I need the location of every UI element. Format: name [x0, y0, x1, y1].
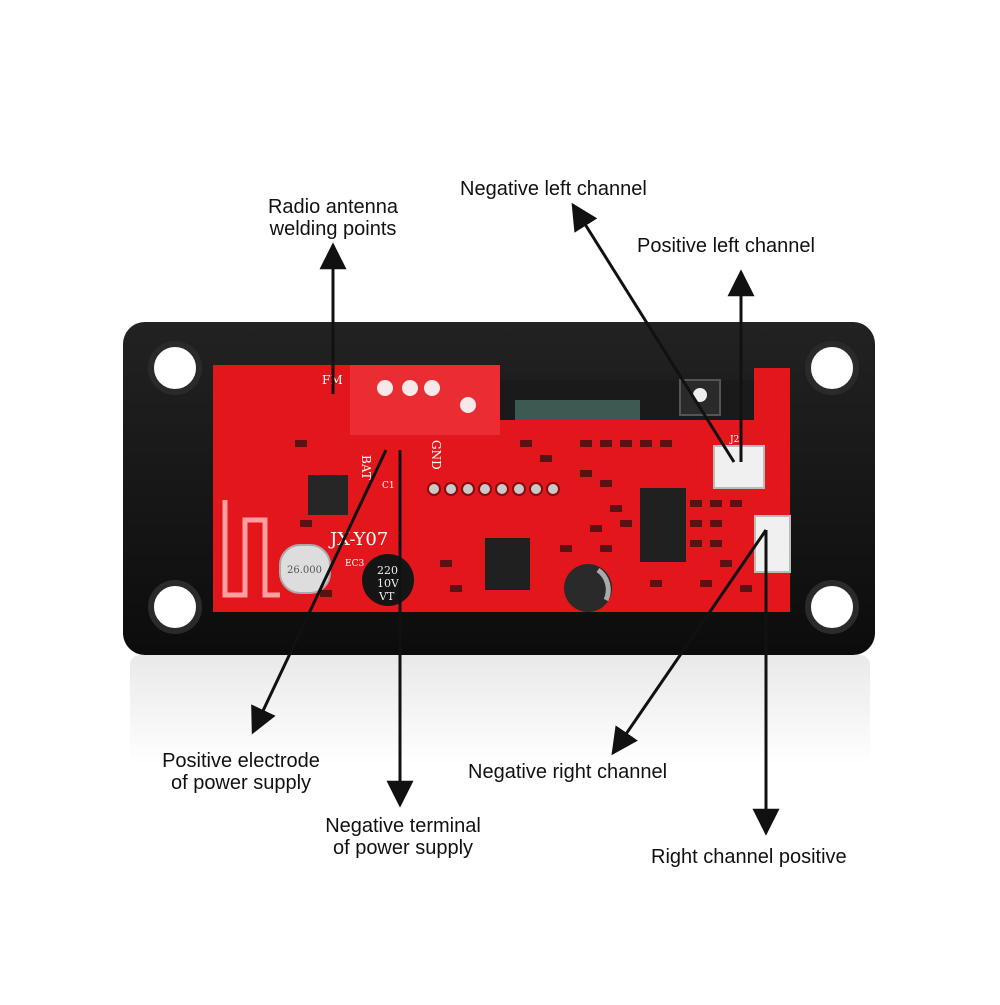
- header-pin: [512, 482, 526, 496]
- regulator: [485, 538, 530, 590]
- bt-antenna: [222, 500, 280, 598]
- smd-part: [700, 580, 712, 587]
- smd-part: [295, 440, 307, 447]
- smd-components: [295, 440, 752, 597]
- smd-part: [620, 440, 632, 447]
- crystal-marking: 26.000: [287, 565, 322, 576]
- smd-part: [620, 520, 632, 527]
- label-line: Positive electrode: [162, 750, 320, 772]
- capacitor-2: [564, 564, 612, 612]
- smd-part: [640, 440, 652, 447]
- smd-part: [710, 520, 722, 527]
- label-line: Negative right channel: [468, 761, 668, 783]
- connector-j1: [754, 515, 791, 573]
- header-pin: [427, 482, 441, 496]
- mounting-hole: [805, 341, 859, 395]
- smd-part: [450, 585, 462, 592]
- label-negative-power: Negative terminal of power supply: [307, 815, 499, 859]
- marking-model: JX-Y07: [328, 529, 388, 550]
- pad: [424, 380, 440, 396]
- header-pin: [529, 482, 543, 496]
- arrow-negative-right: [611, 529, 768, 756]
- marking-gnd: GND: [429, 440, 443, 470]
- header-pin: [444, 482, 458, 496]
- header-pin: [461, 482, 475, 496]
- mounting-hole: [148, 580, 202, 634]
- smd-part: [300, 520, 312, 527]
- smd-part: [730, 500, 742, 507]
- smd-part: [690, 500, 702, 507]
- pad: [377, 380, 393, 396]
- label-radio-antenna: Radio antenna welding points: [255, 196, 411, 240]
- connector-j2: [713, 445, 765, 489]
- smd-part: [740, 585, 752, 592]
- arrow-negative-left: [571, 202, 736, 463]
- smd-part: [580, 440, 592, 447]
- label-line: Right channel positive: [651, 846, 847, 868]
- smd-part: [600, 545, 612, 552]
- label-line: Positive left channel: [637, 235, 815, 257]
- pin-header: [427, 482, 560, 496]
- display-connector: [515, 400, 640, 420]
- capacitor-marking: VT: [378, 590, 395, 603]
- marking-c1: C1: [382, 481, 395, 491]
- amp-chip: [640, 488, 686, 562]
- capacitor-marking: 220: [377, 564, 398, 577]
- marking-bat: BAT: [359, 455, 373, 480]
- label-right-positive: Right channel positive: [651, 846, 847, 868]
- label-positive-left: Positive left channel: [637, 235, 815, 257]
- capacitor-2-shine: [596, 567, 611, 602]
- smd-part: [540, 455, 552, 462]
- label-line: Negative terminal: [325, 815, 481, 837]
- smd-part: [710, 540, 722, 547]
- mounting-hole: [148, 341, 202, 395]
- smd-part: [690, 540, 702, 547]
- smd-part: [320, 590, 332, 597]
- slot-area: [350, 365, 500, 435]
- smd-part: [600, 440, 612, 447]
- pad: [402, 380, 418, 396]
- marking-ec3: EC3: [345, 559, 364, 569]
- header-pin: [495, 482, 509, 496]
- header-pin: [478, 482, 492, 496]
- bt-chip: [308, 475, 348, 515]
- reflection: [130, 655, 870, 765]
- header-pin: [546, 482, 560, 496]
- label-line: Radio antenna: [267, 196, 399, 218]
- smd-part: [660, 440, 672, 447]
- mounting-hole: [805, 580, 859, 634]
- bracket-hole: [693, 388, 707, 402]
- smd-part: [440, 560, 452, 567]
- smd-part: [590, 525, 602, 532]
- smd-part: [600, 480, 612, 487]
- label-positive-power: Positive electrode of power supply: [145, 750, 337, 794]
- label-line: welding points: [269, 218, 397, 240]
- label-line: of power supply: [332, 837, 474, 859]
- label-line: of power supply: [170, 772, 312, 794]
- smd-part: [650, 580, 662, 587]
- label-negative-right: Negative right channel: [468, 761, 667, 783]
- smd-part: [610, 505, 622, 512]
- smd-part: [690, 520, 702, 527]
- smd-part: [520, 440, 532, 447]
- smd-part: [580, 470, 592, 477]
- smd-part: [720, 560, 732, 567]
- label-negative-left: Negative left channel: [460, 178, 647, 200]
- arrow-positive-power: [251, 449, 388, 735]
- pad: [460, 397, 476, 413]
- label-line: Negative left channel: [460, 178, 647, 200]
- marking-j2: J2: [729, 435, 739, 445]
- capacitor-marking: 10V: [377, 577, 400, 590]
- smd-part: [560, 545, 572, 552]
- smd-part: [710, 500, 722, 507]
